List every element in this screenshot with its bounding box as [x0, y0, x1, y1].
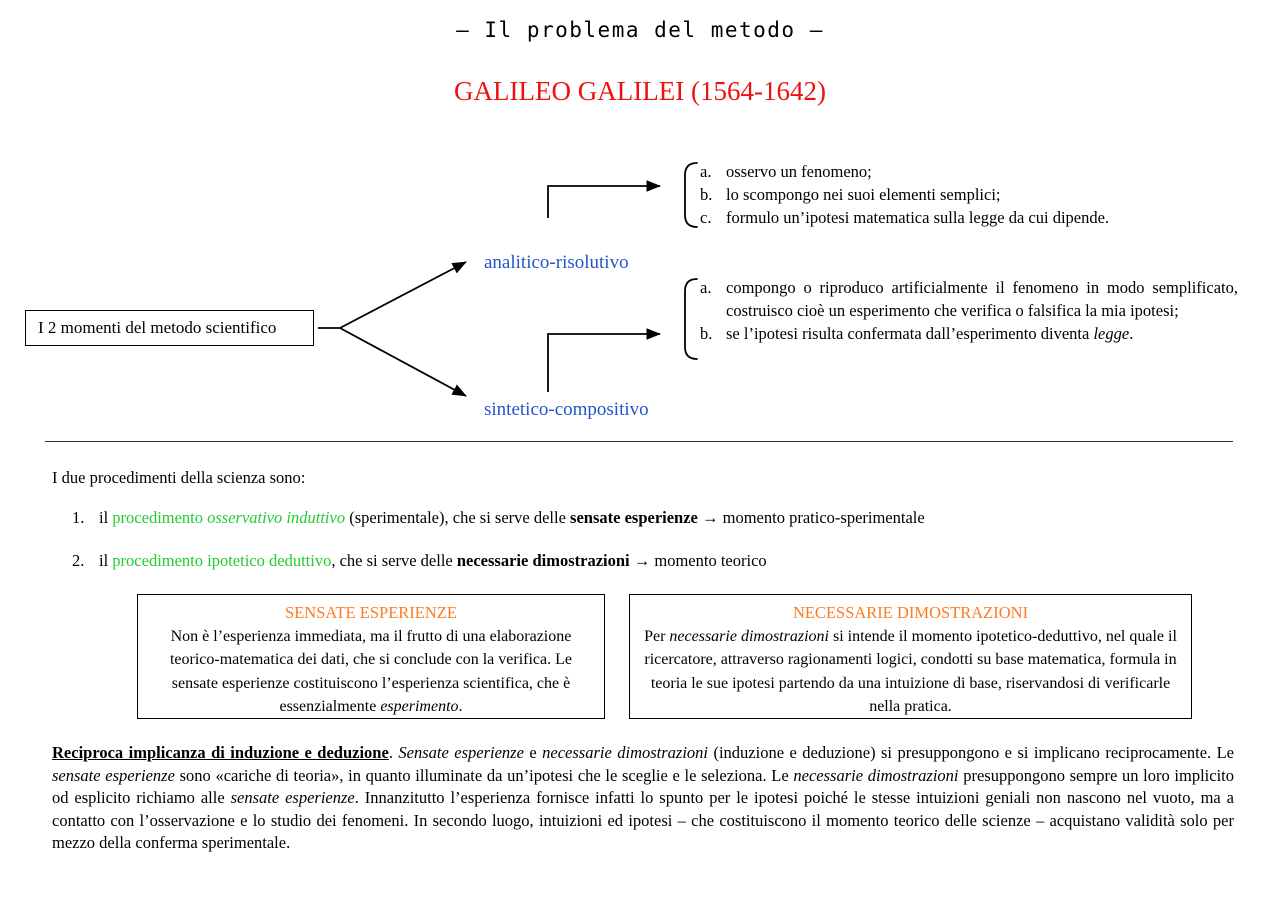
list-marker: a. — [700, 278, 712, 297]
list-text-bold: sensate esperienze — [570, 508, 698, 527]
conclusion-part: presuppongono sempre un loro implicito o… — [52, 765, 1235, 808]
list-text-highlight-italic: osservativo induttivo — [207, 508, 346, 527]
list-text-part: il — [99, 551, 113, 570]
info-box-sensate-esperienze: SENSATE ESPERIENZE Non è l’esperienza im… — [137, 594, 605, 719]
list-item: b. lo scompongo nei suoi elementi sempli… — [700, 183, 1170, 206]
diagram-connectors — [318, 162, 698, 397]
list-text: il procedimento osservativo induttivo (s… — [99, 508, 925, 528]
info-box-title: NECESSARIE DIMOSTRAZIONI — [792, 603, 1029, 622]
list-text: osservo un fenomeno; — [726, 162, 872, 181]
info-box-body: Per necessarie dimostrazioni si intende … — [638, 625, 1183, 719]
list-text-part: il — [99, 508, 113, 527]
list-text-part: . — [1129, 324, 1134, 343]
list-item: a. osservo un fenomeno; — [700, 160, 1170, 183]
info-box-necessarie-dimostrazioni: NECESSARIE DIMOSTRAZIONI Per necessarie … — [629, 594, 1192, 719]
conclusion-emphasis: necessarie dimostrazioni — [542, 743, 709, 762]
list-text-bold: necessarie dimostrazioni — [456, 551, 630, 570]
list-text: lo scompongo nei suoi elementi semplici; — [726, 185, 1001, 204]
list-text: il procedimento ipotetico deduttivo, che… — [99, 551, 767, 571]
conclusion-emphasis: Sensate esperienze — [398, 743, 524, 762]
procedures-lead-text: I due procedimenti della scienza sono: — [52, 468, 306, 487]
list-marker: b. — [700, 185, 713, 204]
list-marker: 2. — [72, 551, 85, 570]
elbow-arrow-sintetico — [547, 328, 661, 392]
conclusion-part: . — [388, 743, 399, 762]
list-marker: b. — [700, 324, 713, 343]
list-text-highlight: procedimento ipotetico deduttivo — [112, 551, 332, 570]
conclusion-emphasis: sensate esperienze — [230, 788, 355, 807]
list-text: formulo un’ipotesi matematica sulla legg… — [726, 208, 1110, 227]
root-node-box: I 2 momenti del metodo scientifico — [25, 310, 314, 346]
conclusion-heading: Reciproca implicanza di induzione e dedu… — [52, 743, 389, 762]
list-text-part: , che si serve delle — [331, 551, 457, 570]
list-text-part: se l’ipotesi risulta confermata dall’esp… — [726, 324, 1094, 343]
info-box-body-part: Per — [644, 627, 670, 645]
list-item: 1. il procedimento osservativo induttivo… — [72, 508, 1072, 528]
info-box-title: SENSATE ESPERIENZE — [285, 603, 457, 622]
method-diagram: I 2 momenti del metodo scientifico anali… — [0, 0, 1280, 440]
list-text: compongo o riproduco artificialmente il … — [726, 278, 1238, 320]
list-text-emphasis: legge — [1093, 324, 1130, 343]
list-item: b. se l’ipotesi risulta confermata dall’… — [700, 322, 1238, 345]
page-title: – Il problema del metodo – — [456, 18, 824, 42]
info-box-body-part: . — [458, 698, 463, 715]
bracket-list-analitico: a. osservo un fenomeno; b. lo scompongo … — [700, 160, 1170, 229]
root-node-label: I 2 momenti del metodo scientifico — [38, 318, 277, 337]
subject-title: GALILEO GALILEI (1564-1642) — [454, 76, 826, 106]
elbow-arrow-analitico — [547, 180, 661, 218]
info-box-body-part: si intende il momento ipotetico-deduttiv… — [644, 627, 1177, 716]
arrow-to-sintetico — [339, 327, 467, 397]
list-marker: 1. — [72, 508, 85, 527]
section-divider — [45, 441, 1233, 442]
conclusion-part: . Innanzitutto l’esperienza fornisce inf… — [52, 788, 1234, 852]
info-box-body-emphasis: esperimento — [380, 698, 459, 715]
list-item: a. compongo o riproduco artificialmente … — [700, 276, 1238, 322]
bracket-list-sintetico: a. compongo o riproduco artificialmente … — [700, 276, 1238, 345]
conclusion-paragraph: Reciproca implicanza di induzione e dedu… — [52, 742, 1234, 855]
conclusion-emphasis: sensate esperienze — [52, 765, 175, 785]
procedures-list: 1. il procedimento osservativo induttivo… — [72, 508, 1072, 594]
info-box-body-emphasis: necessarie dimostrazioni — [669, 627, 829, 645]
list-item: 2. il procedimento ipotetico deduttivo, … — [72, 551, 1072, 571]
bracket-sintetico — [684, 278, 698, 360]
list-marker: c. — [700, 208, 712, 227]
branch-label-analitico-risolutivo: analitico-risolutivo — [484, 252, 629, 273]
info-box-body: Non è l’esperienza immediata, ma il frut… — [146, 625, 596, 719]
info-box-body-part: Non è l’esperienza immediata, ma il frut… — [169, 627, 573, 716]
conclusion-emphasis: necessarie dimostrazioni — [793, 765, 959, 785]
conclusion-part: e — [523, 743, 543, 762]
list-text-part: (sperimentale), che si serve delle — [345, 508, 571, 527]
list-text-highlight: procedimento — [112, 508, 208, 527]
branch-label-sintetico-compositivo: sintetico-compositivo — [484, 399, 649, 420]
bracket-analitico — [684, 162, 698, 228]
list-text: se l’ipotesi risulta confermata dall’esp… — [726, 322, 1238, 345]
list-item: c. formulo un’ipotesi matematica sulla l… — [700, 206, 1170, 229]
conclusion-part: sono «cariche di teoria», in quanto illu… — [174, 765, 794, 785]
list-text-part: → momento teorico — [629, 551, 767, 570]
list-text-part: → momento pratico-sperimentale — [697, 508, 925, 527]
arrow-to-analitico — [339, 261, 467, 329]
list-marker: a. — [700, 162, 712, 181]
conclusion-part: (induzione e deduzione) si presuppongono… — [708, 743, 1235, 762]
